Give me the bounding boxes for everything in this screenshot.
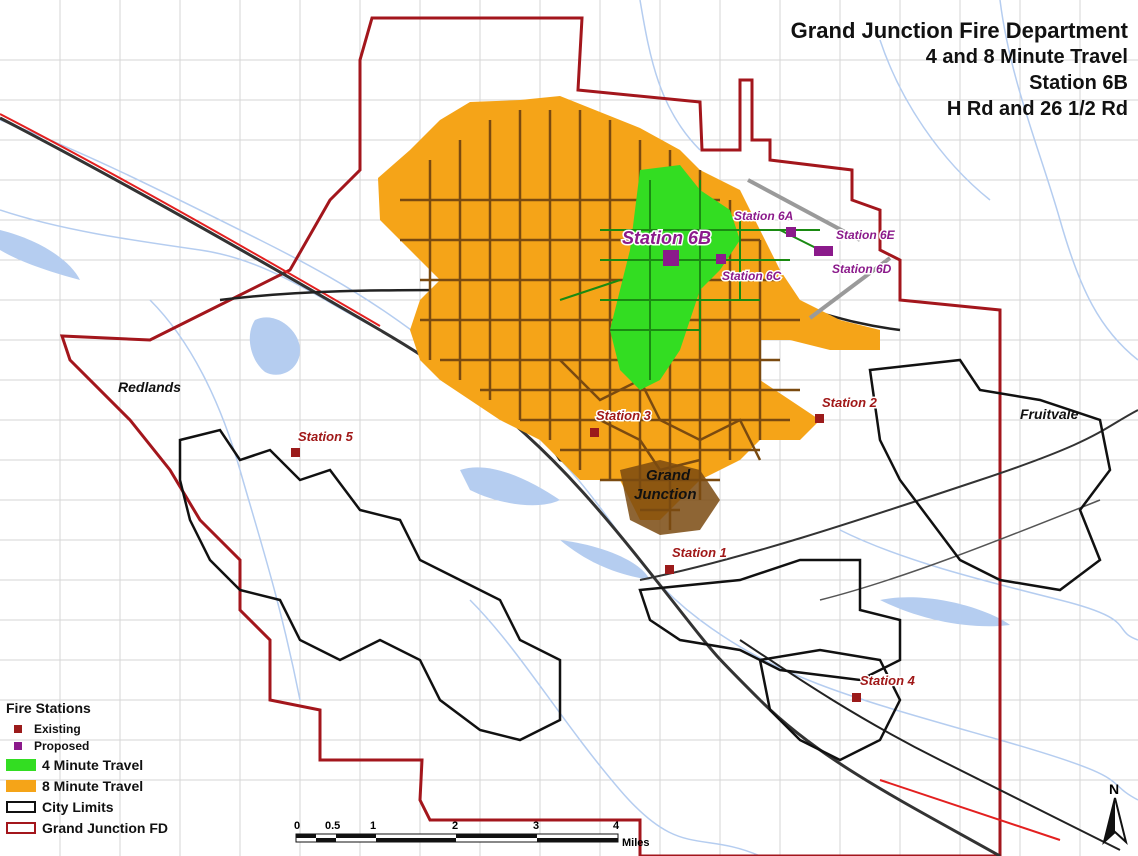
- station-label-s2: Station 2: [822, 395, 878, 410]
- water-bodies: [0, 230, 1010, 627]
- legend-title: Fire Stations: [6, 700, 91, 716]
- station-marker-s1: [665, 565, 674, 574]
- scale-bar: 0 0.5 1 2 3 4 Miles: [292, 818, 672, 852]
- place-labels: Redlands Fruitvale Grand Junction: [118, 379, 1079, 503]
- legend-label-four-minute: 4 Minute Travel: [42, 756, 144, 773]
- station-marker-s6b: [663, 250, 679, 266]
- map-subtitle-travel: 4 and 8 Minute Travel: [925, 46, 1128, 68]
- legend-item-fd: Grand Junction FD: [6, 817, 206, 838]
- north-arrow: N: [1098, 780, 1132, 846]
- station-label-s6d: Station 6D: [832, 262, 892, 276]
- legend-label-eight-minute: 8 Minute Travel: [42, 777, 144, 794]
- place-label-fruitvale: Fruitvale: [1020, 406, 1079, 422]
- fd-boundary-swatch: [6, 821, 36, 834]
- station-marker-s4: [852, 693, 861, 702]
- station-labels: Station 6B Station 6A Station 6C Station 6D…: [297, 208, 918, 690]
- legend-label-proposed: Proposed: [34, 738, 90, 753]
- four-minute-zone: [610, 165, 740, 390]
- legend-label-city-limits: City Limits: [42, 798, 114, 815]
- map-subtitle-location: H Rd and 26 1/2 Rd: [946, 98, 1128, 120]
- station-markers: [291, 227, 861, 702]
- proposed-station-swatch: [14, 741, 22, 750]
- legend-item-city-limits: City Limits: [6, 796, 206, 817]
- legend-label-existing: Existing: [34, 721, 81, 736]
- legend-item-four-minute: 4 Minute Travel: [6, 754, 206, 775]
- scale-tick-0: 0: [294, 820, 300, 832]
- four-minute-swatch: [6, 758, 36, 771]
- scale-tick-0-5: 0.5: [325, 820, 340, 832]
- station-label-s6a: Station 6A: [734, 209, 793, 223]
- map-title-block: Grand Junction Fire Department 4 and 8 M…: [791, 18, 1128, 122]
- four-minute-roads: [559, 180, 821, 380]
- scale-tick-2: 2: [452, 820, 458, 832]
- station-marker-s6d: [823, 246, 833, 256]
- legend-item-proposed: Proposed: [6, 737, 206, 754]
- legend-item-existing: Existing: [6, 720, 206, 737]
- station-label-s1: Station 1: [672, 545, 727, 560]
- station-label-s5: Station 5: [298, 429, 354, 444]
- city-limits: [178, 358, 1112, 762]
- map-subtitle-station: Station 6B: [1029, 72, 1128, 94]
- station-label-s6b: Station 6B: [622, 228, 711, 248]
- existing-station-swatch: [14, 724, 22, 733]
- legend-item-eight-minute: 8 Minute Travel: [6, 775, 206, 796]
- fd-boundary: [59, 16, 1002, 856]
- station-marker-s3: [590, 428, 599, 437]
- north-label: N: [1109, 781, 1119, 797]
- station-marker-s6e: [814, 246, 824, 256]
- station-marker-s5: [291, 448, 300, 457]
- station-label-s4: Station 4: [860, 673, 916, 688]
- legend-label-fd: Grand Junction FD: [42, 819, 168, 836]
- place-label-redlands: Redlands: [118, 379, 181, 395]
- station-marker-s6a: [786, 227, 796, 237]
- scale-unit: Miles: [622, 837, 650, 849]
- scale-tick-4: 4: [613, 820, 620, 832]
- station-marker-s6c: [716, 254, 726, 264]
- airport-runways: [747, 178, 892, 320]
- station-marker-s2: [815, 414, 824, 423]
- map-title: Grand Junction Fire Department: [790, 18, 1128, 43]
- place-label-junction: Junction: [634, 486, 697, 503]
- place-label-grand: Grand: [646, 467, 691, 484]
- city-limits-swatch: [6, 800, 36, 813]
- station-label-s6c: Station 6C: [722, 269, 782, 283]
- eight-minute-swatch: [6, 779, 36, 792]
- scale-bar-graphic: 0 0.5 1 2 3 4 Miles: [294, 820, 650, 849]
- north-arrow-icon: N: [1102, 781, 1128, 845]
- station-label-s6e: Station 6E: [836, 228, 896, 242]
- map-legend: Fire Stations Existing Proposed 4 Minute…: [6, 700, 206, 838]
- scale-tick-3: 3: [533, 820, 539, 832]
- scale-tick-1: 1: [370, 820, 376, 832]
- junction-core: [620, 460, 720, 535]
- station-label-s3: Station 3: [596, 408, 652, 423]
